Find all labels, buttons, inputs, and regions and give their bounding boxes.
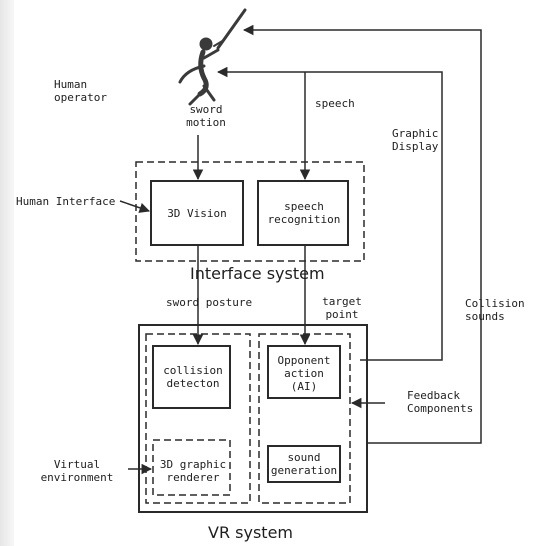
human-interface-label: Human Interface xyxy=(16,195,115,208)
sword-posture-label: sword posture xyxy=(166,296,252,309)
graphic-display-label: Graphic Display xyxy=(392,127,438,153)
operator-icon xyxy=(180,10,245,104)
opponent-action-label: Opponent action (AI) xyxy=(266,354,342,393)
sword-motion-label: sword motion xyxy=(176,103,236,129)
virtual-environment-label: Virtual environment xyxy=(30,458,124,484)
vision-3d-label: 3D Vision xyxy=(153,207,241,220)
interface-system-label: Interface system xyxy=(190,265,325,283)
speech-label: speech xyxy=(315,97,355,110)
human-operator-label: Human operator xyxy=(54,78,107,104)
target-point-label: target point xyxy=(312,295,372,321)
speech-recognition-label: speech recognition xyxy=(258,200,350,226)
human-interface-arrow xyxy=(120,201,149,211)
feedback-components-label: Feedback Components xyxy=(407,389,473,415)
vr-system-label: VR system xyxy=(208,524,293,542)
graphic-renderer-label: 3D graphic renderer xyxy=(153,458,233,484)
collision-sounds-label: Collision sounds xyxy=(465,297,525,323)
collision-detection-label: collision detecton xyxy=(153,364,233,390)
sound-generation-label: sound generation xyxy=(268,451,340,477)
